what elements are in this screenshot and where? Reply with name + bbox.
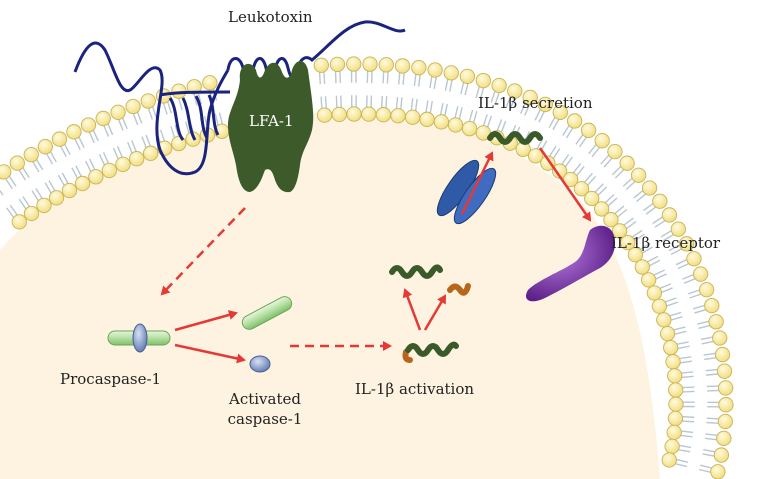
pro-il1b [402,341,459,363]
il1b-receptor-label: IL-1β receptor [611,234,721,252]
activated-caspase-label-line2: caspase-1 [227,410,303,428]
lfa1-label: LFA-1 [249,112,294,130]
arrow-cleavage-right [423,294,447,331]
arrow-to-active-pill [174,310,238,332]
arrow-to-active-subunit [174,343,246,364]
pathway-arrows [160,147,592,364]
arrow-to-receptor [538,147,592,222]
prodomain-fragment [447,283,471,296]
leukotoxin-label: Leukotoxin [228,8,313,26]
arrow-cleavage-left [402,288,422,331]
il1b-mature-upper [389,264,443,279]
activated-caspase-subunit [249,355,271,373]
arrow-secretion [460,151,494,215]
procaspase-1-molecule [107,323,171,353]
lfa1-receptor [228,61,314,193]
arrow-lfa1-to-procaspase [160,207,246,296]
procaspase-label: Procaspase-1 [60,370,162,388]
il1b-secretion-label: IL-1β secretion [478,94,593,112]
cell-cytoplasm [0,111,660,479]
activated-caspase-label-line1: Activated [229,390,301,408]
il1b-secreted [487,131,543,145]
activated-caspase-pill [241,296,293,330]
il1b-receptor-protein [525,225,616,302]
il1b-activation-label: IL-1β activation [355,380,475,398]
